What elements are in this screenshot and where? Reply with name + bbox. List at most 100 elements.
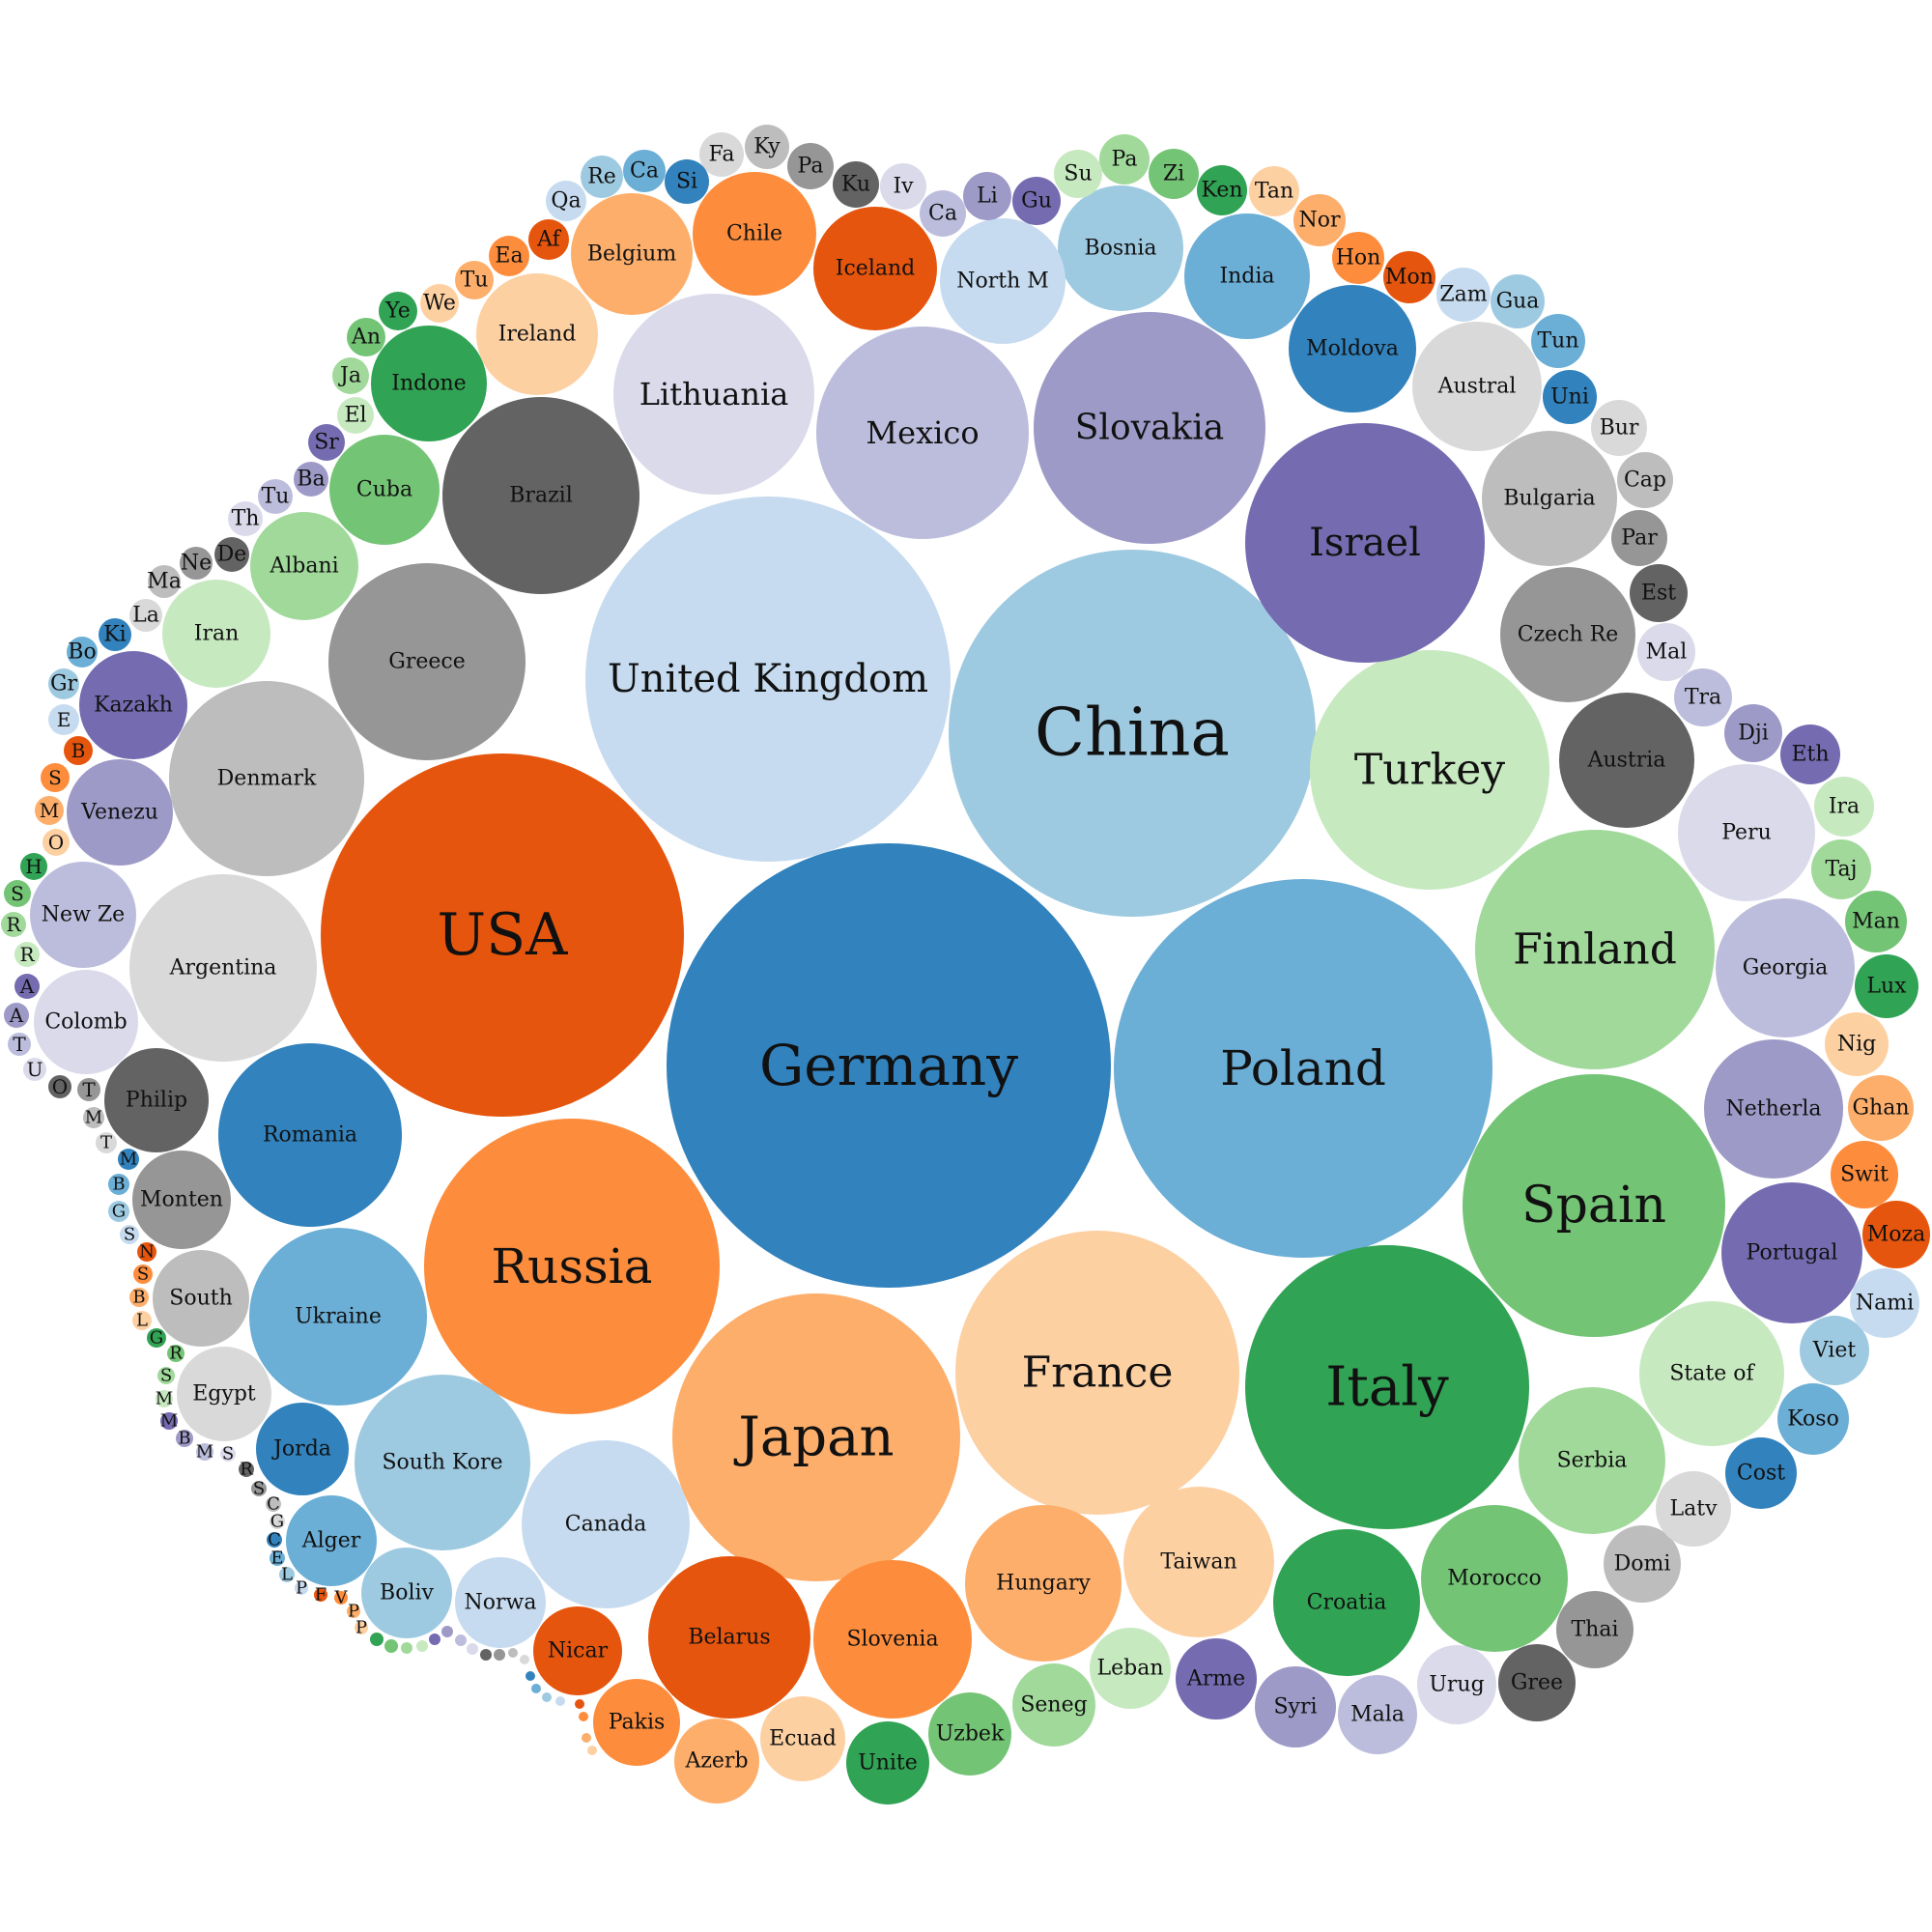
- bubble-circle: [489, 236, 529, 276]
- bubble: Colomb: [34, 970, 138, 1074]
- bubble-circle: [67, 759, 173, 866]
- bubble-circle: [337, 397, 374, 434]
- bubble-circle: [1519, 1387, 1665, 1534]
- bubble-label: Bulgaria: [1503, 487, 1595, 511]
- bubble-circle: [270, 1550, 285, 1566]
- bubble: Latv: [1656, 1471, 1731, 1547]
- bubble: Hungary: [965, 1505, 1122, 1662]
- bubble: Nami: [1850, 1268, 1919, 1338]
- bubble-label: Bur: [1600, 416, 1639, 440]
- bubble-label: Syri: [1273, 1695, 1317, 1719]
- bubble-label: Austria: [1587, 749, 1666, 773]
- bubble-label: Thai: [1572, 1618, 1619, 1642]
- bubble-circle: [813, 1560, 972, 1719]
- bubble-circle: [555, 1696, 565, 1706]
- bubble-circle: [1721, 1182, 1862, 1323]
- bubble: [542, 1692, 552, 1702]
- bubble-label: We: [423, 292, 456, 316]
- bubble: Netherla: [1704, 1039, 1843, 1179]
- bubble-circle: [347, 1605, 360, 1618]
- bubble-label: Leban: [1097, 1657, 1164, 1681]
- bubble: Ja: [332, 357, 369, 394]
- bubble-circle: [1176, 1638, 1257, 1719]
- bubble-label: Greece: [388, 650, 465, 674]
- bubble-circle: [77, 1078, 100, 1101]
- bubble-label: Spain: [1521, 1177, 1666, 1235]
- bubble: Mala: [1338, 1675, 1417, 1754]
- bubble-label: S: [11, 882, 24, 905]
- bubble-label: Bosnia: [1084, 237, 1156, 261]
- bubble: E: [270, 1548, 285, 1569]
- bubble-label: State of: [1669, 1362, 1755, 1386]
- bubble-label: M: [120, 1150, 137, 1170]
- bubble-circle: [581, 156, 623, 198]
- bubble: Ma: [147, 565, 182, 598]
- bubble-label: Tra: [1685, 686, 1721, 710]
- bubble: E: [48, 704, 79, 735]
- bubble: Ira: [1814, 777, 1874, 837]
- bubble-label: Ky: [753, 135, 781, 159]
- bubble: Si: [665, 159, 709, 204]
- bubble-circle: [531, 1684, 541, 1693]
- bubble-label: Italy: [1325, 1356, 1449, 1419]
- bubble: Gua: [1491, 274, 1545, 328]
- bubble-label: E: [57, 708, 71, 731]
- bubble: Georgia: [1716, 898, 1855, 1037]
- bubble-label: Belgium: [587, 242, 677, 267]
- bubble-circle: [148, 565, 181, 598]
- bubble-label: Turkey: [1354, 746, 1505, 795]
- bubble: Ye: [379, 292, 417, 330]
- bubble: Ukraine: [249, 1228, 427, 1406]
- bubble-circle: [1855, 954, 1918, 1018]
- bubble-circle: [1591, 400, 1647, 456]
- bubble: [526, 1671, 535, 1681]
- bubble-circle: [522, 1440, 690, 1608]
- bubble-circle: [693, 172, 816, 296]
- bubble: Bulgaria: [1482, 431, 1617, 566]
- bubble-circle: [1704, 1039, 1843, 1179]
- bubble: [582, 1733, 591, 1743]
- bubble-circle: [48, 668, 79, 699]
- bubble: Israel: [1245, 423, 1485, 663]
- bubble: R: [239, 1460, 254, 1480]
- bubble: Taj: [1811, 839, 1871, 899]
- bubble-label: New Ze: [42, 903, 125, 927]
- bubble-circle: [520, 1655, 529, 1664]
- bubble: Uni: [1543, 370, 1597, 424]
- bubble-circle: [1725, 1437, 1797, 1509]
- bubble-circle: [1724, 704, 1782, 762]
- bubble-label: Uni: [1550, 385, 1589, 410]
- bubble-label: M: [156, 1389, 173, 1409]
- bubble-label: Moza: [1867, 1223, 1925, 1247]
- bubble: Fa: [699, 132, 744, 177]
- bubble: Ea: [489, 236, 529, 276]
- bubble-label: Moldova: [1306, 337, 1399, 361]
- bubble-circle: [1800, 1316, 1869, 1385]
- bubble-label: Re: [587, 165, 616, 189]
- bubble: Ireland: [476, 273, 598, 395]
- bubble-circle: [83, 1107, 104, 1128]
- bubble-circle: [1255, 1666, 1336, 1747]
- bubble: Eth: [1780, 724, 1840, 784]
- bubble-label: Kazakh: [94, 694, 173, 718]
- bubble-circle: [379, 292, 417, 330]
- bubble-label: USA: [438, 901, 569, 969]
- bubble-label: Nami: [1856, 1292, 1914, 1316]
- bubble-circle: [1491, 274, 1545, 328]
- bubble: Th: [228, 501, 263, 536]
- bubble-circle: [1559, 693, 1694, 828]
- bubble-circle: [153, 1250, 249, 1347]
- bubble-label: C: [267, 1494, 280, 1515]
- bubble-circle: [1556, 1591, 1634, 1668]
- bubble-circle: [129, 1288, 149, 1307]
- bubble: S: [157, 1366, 175, 1386]
- bubble: Austria: [1559, 693, 1694, 828]
- bubble-label: Ca: [928, 202, 957, 226]
- bubble-label: E: [270, 1548, 283, 1569]
- bubble: Tra: [1674, 668, 1732, 726]
- bubble-circle: [1090, 1628, 1171, 1709]
- bubble-label: Urug: [1429, 1673, 1484, 1697]
- bubble-circle: [1531, 314, 1585, 368]
- bubble: Tu: [258, 479, 293, 514]
- bubble-circle: [1114, 879, 1492, 1258]
